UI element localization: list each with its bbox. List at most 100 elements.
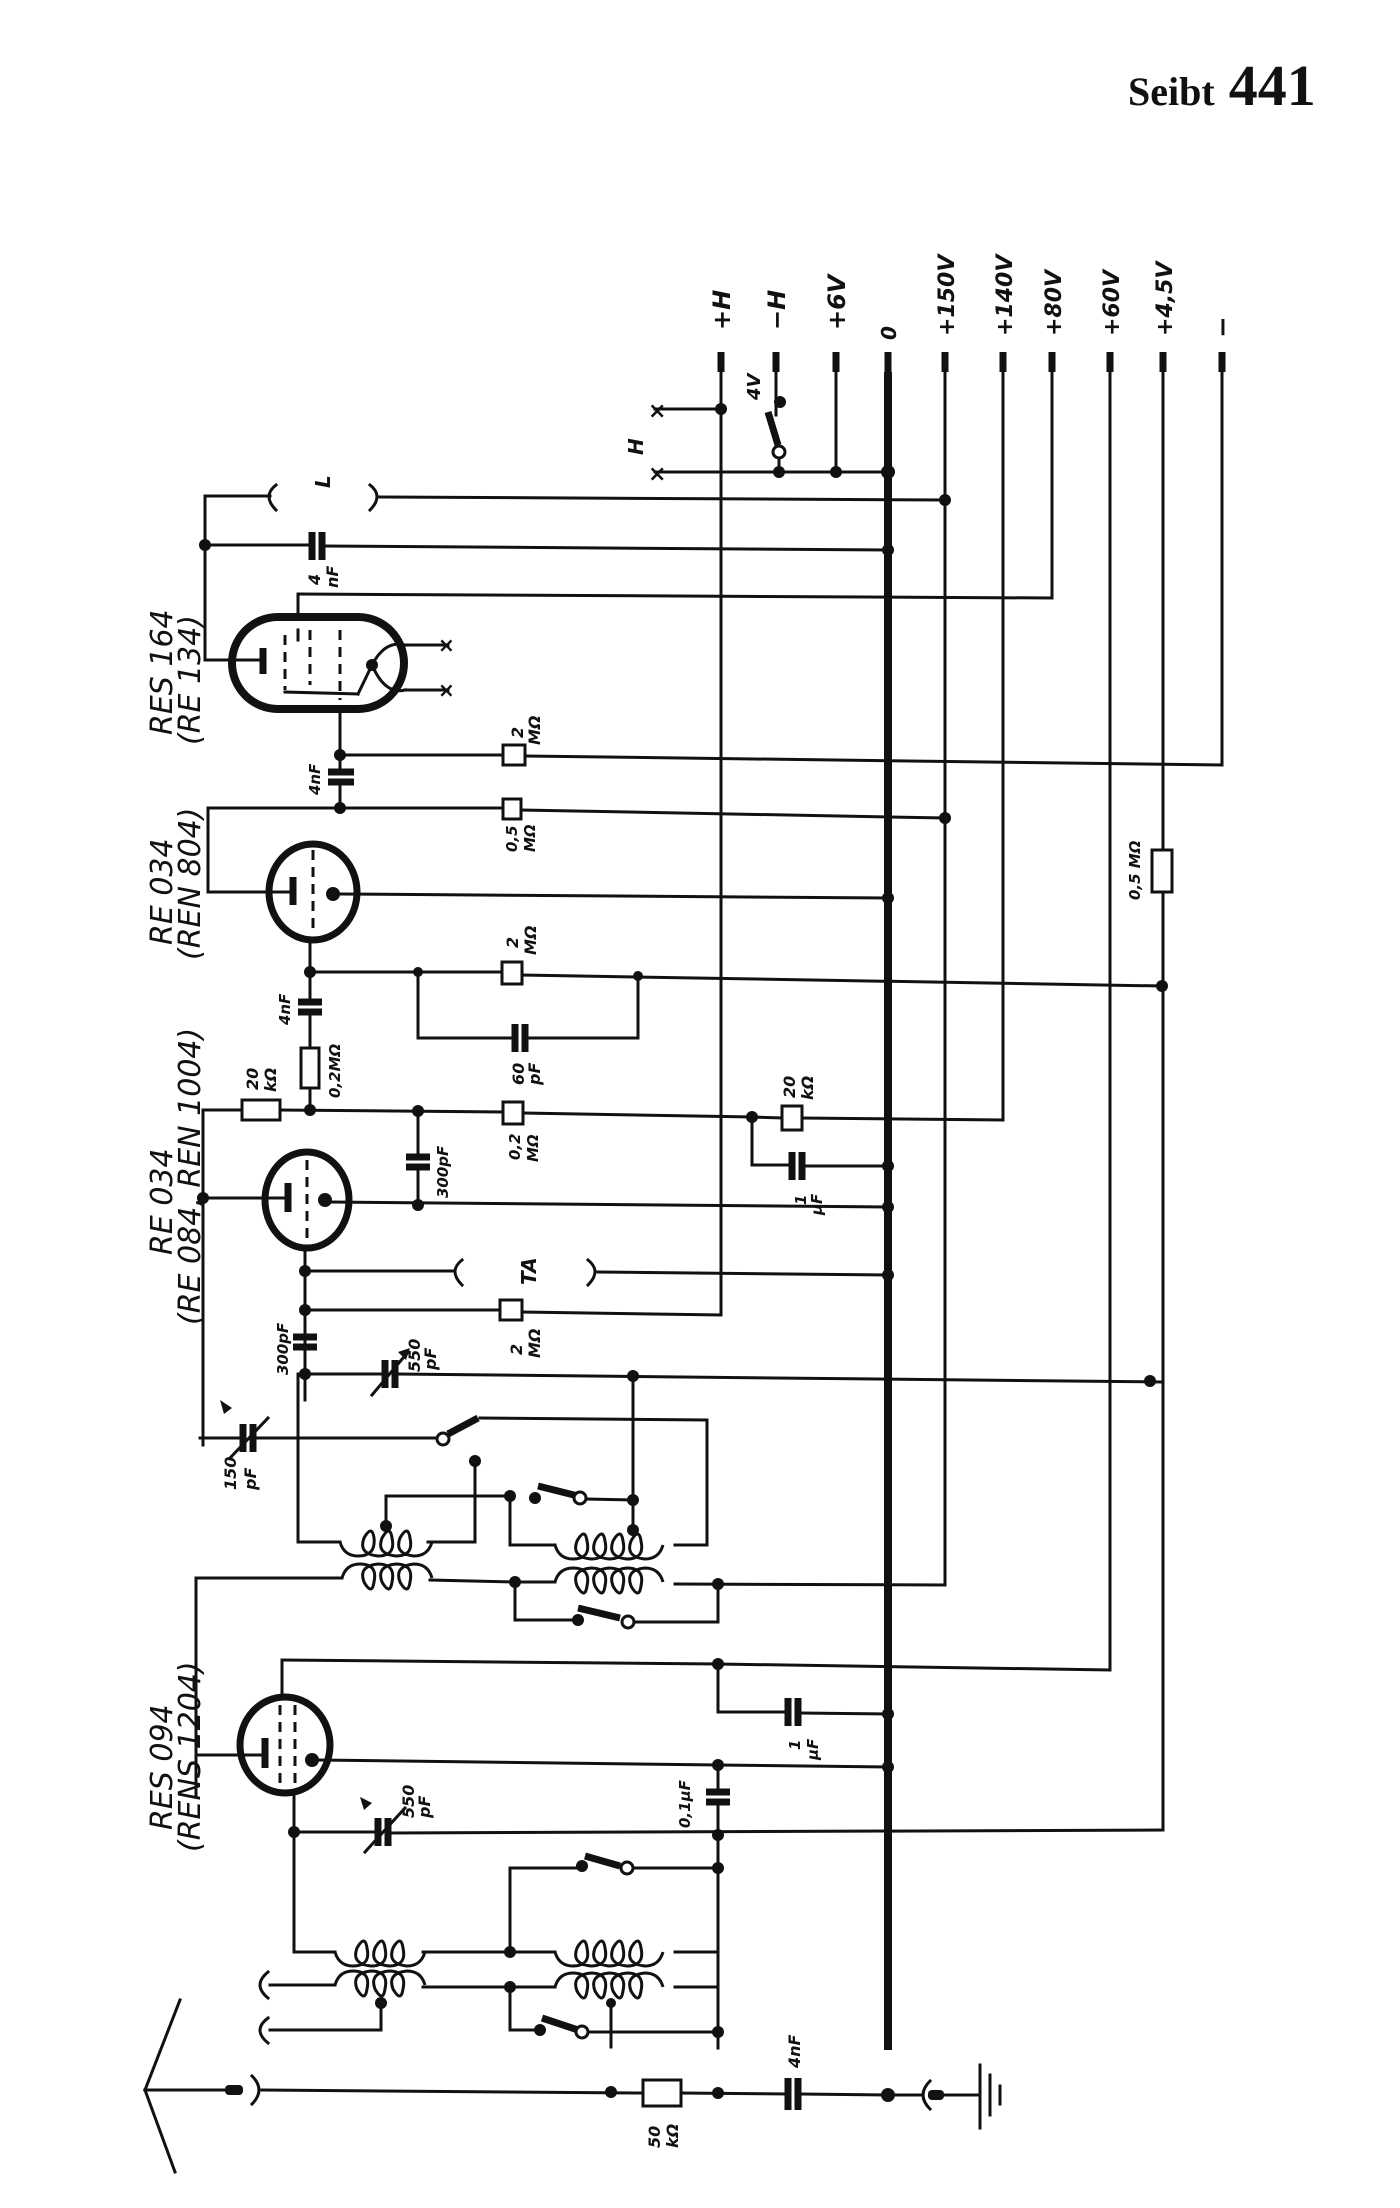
resistor-label: kΩ [663, 2124, 682, 2148]
antenna-tuning-section: 0,1µF 550 pF [258, 1763, 1165, 2050]
terminal-label-plus-60v: +60V [1100, 268, 1125, 336]
cap-label: 300pF [274, 1322, 292, 1375]
terminal-label-0: 0 [877, 326, 901, 340]
switch-contact [774, 396, 786, 408]
tube-re034-b: 20 kΩ 300pF 0,2 MΩ 20 kΩ 1 µF [145, 1028, 1005, 1447]
cap-label: 60 [509, 1063, 528, 1085]
tube-label-re034-b: RE 034 [145, 1148, 180, 1255]
supply-terminal-stubs [717, 352, 1226, 372]
cap-label: nF [323, 566, 342, 588]
antenna-input-jack[interactable] [249, 2073, 261, 2107]
antenna-jack[interactable] [258, 2015, 271, 2046]
resistor [501, 797, 523, 821]
terminal-label-plus-h: +H [708, 290, 736, 330]
wave-switch[interactable] [577, 1604, 621, 1622]
resistor [299, 1046, 321, 1090]
wave-switch[interactable] [537, 1482, 579, 1500]
earth-jack[interactable] [921, 2078, 933, 2112]
resistor-label: 0,5 MΩ [1126, 840, 1144, 900]
resistor [240, 1098, 282, 1122]
cap-label: pF [525, 1063, 544, 1086]
resistor-label: 20 [780, 1076, 799, 1098]
coil [333, 1939, 427, 1968]
tube-label-res164: RES 164 [145, 609, 180, 735]
cap-label: 550 [405, 1339, 424, 1372]
resistor-label: MΩ [524, 1134, 542, 1162]
antenna-jack[interactable] [258, 1969, 271, 2001]
pickup-jack-left[interactable] [453, 1257, 465, 1288]
pickup-jack-right[interactable] [585, 1257, 597, 1288]
cap-label: 0,1µF [676, 1779, 694, 1828]
cap-label: 1 [792, 1195, 810, 1205]
res094-screen-decoupling: 1 µF [716, 1662, 894, 1761]
speaker-jack-left[interactable] [267, 482, 279, 513]
resistor [498, 1298, 524, 1322]
antenna-icon [143, 1998, 182, 2092]
heater-switch-label: 4V [744, 371, 765, 401]
resistor-label: 50 [645, 2126, 664, 2148]
cap-label: 300pF [434, 1145, 452, 1198]
brand-name: Seibt [1128, 69, 1215, 114]
resistor-label: 2 [503, 937, 522, 948]
resistor-label: 2 [508, 727, 527, 738]
detector-tuning-section: 550 pF 150 pF [194, 1339, 1164, 1797]
tube-res094: RES 094 (RENS 1204) [145, 1658, 1112, 1954]
tube-alt-label-re034-b: (RE 084, REN 1004) [173, 1028, 208, 1325]
wave-switch[interactable] [584, 1852, 621, 1870]
cap-label: pF [241, 1468, 260, 1491]
heater-terminal-label: H [624, 438, 648, 455]
cap-label: µF [808, 1193, 826, 1216]
heater-x-mark: × [648, 462, 666, 487]
coil [553, 1566, 665, 1595]
resistor-label: MΩ [521, 824, 539, 852]
speaker-output: L 4 nF [199, 475, 1054, 632]
res164-grid-network: 2 MΩ 4nF [306, 715, 1224, 814]
resistor [501, 743, 527, 767]
cap-label: 4 [305, 574, 324, 586]
resistor-label: 20 [243, 1068, 262, 1090]
pickup-jack-label: TA [517, 1257, 541, 1285]
tube-alt-label-res164: (RE 134) [173, 615, 208, 745]
speaker-jack-label: L [311, 475, 335, 488]
terminal-label-plus-4-5v: +4,5V [1153, 260, 1178, 336]
coil [338, 1529, 434, 1558]
resistor [500, 960, 524, 986]
wave-switch[interactable] [446, 1414, 480, 1438]
variable-capacitor-arrow[interactable] [362, 1805, 408, 1855]
cap-label: pF [415, 1796, 434, 1819]
resistor [780, 1104, 804, 1132]
resistor-label: 2 [507, 1344, 526, 1355]
variable-capacitor-arrow[interactable] [227, 1415, 271, 1461]
tube-re034-a: 0,5 MΩ RE 034 (REN 804) [145, 797, 951, 978]
resistor-label: kΩ [261, 1068, 280, 1092]
re034-a-grid-network: 2 MΩ 60 pF 4nF 0,2MΩ [276, 925, 1164, 1112]
coil [553, 1971, 665, 2000]
antenna-icon [143, 2088, 177, 2174]
heater-x-mark: × [648, 399, 666, 424]
tube-label-re034-a: RE 034 [145, 838, 180, 945]
tube-label-res094: RES 094 [145, 1704, 180, 1830]
terminal-label-minus: − [1208, 316, 1238, 338]
cap-label: 150 [221, 1457, 240, 1490]
cap-label: pF [421, 1348, 440, 1371]
speaker-jack-right[interactable] [367, 482, 379, 513]
heater-switch-lever[interactable] [764, 410, 782, 447]
tube-alt-label-res094: (RENS 1204) [173, 1661, 208, 1852]
resistor-label: 0,2MΩ [326, 1044, 344, 1098]
wave-switch[interactable] [540, 2014, 580, 2034]
heater-x-mark: × [438, 633, 455, 657]
resistor-label: 0,2 [506, 1133, 524, 1160]
terminal-label-plus-150v: +150V [935, 253, 960, 336]
variable-capacitor-arrow[interactable] [369, 1349, 411, 1398]
coil [553, 1939, 665, 1968]
resistor-label: MΩ [525, 1328, 544, 1358]
terminal-label-plus-6v: +6V [823, 272, 851, 330]
resistor [641, 2078, 683, 2108]
antenna-input: 50 kΩ 4nF [143, 1998, 1002, 2174]
resistor [1150, 848, 1174, 894]
terminal-label-minus-h: −H [763, 290, 791, 330]
resistor [501, 1100, 525, 1126]
resistor-label: MΩ [525, 715, 544, 745]
